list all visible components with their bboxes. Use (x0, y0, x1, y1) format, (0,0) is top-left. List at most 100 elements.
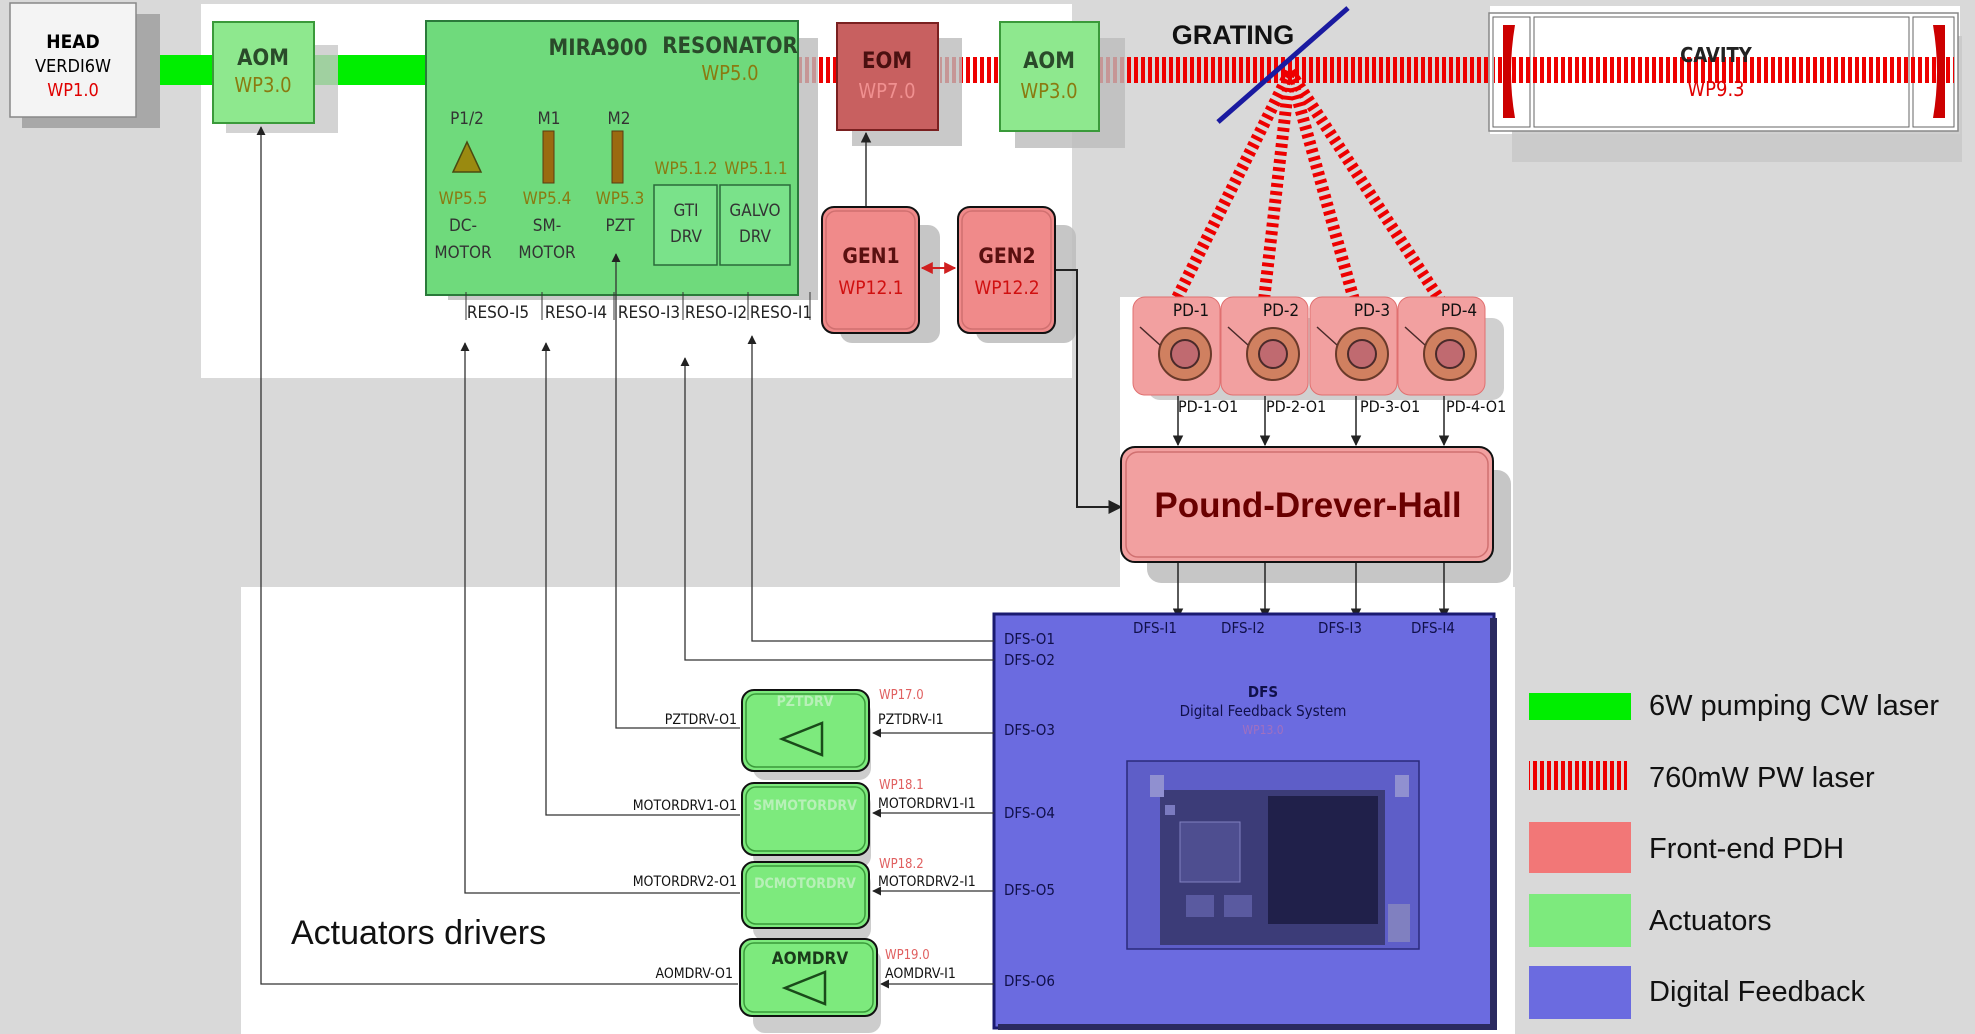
aom-2-title: AOM (1023, 49, 1075, 74)
resonator-title: MIRA900 (549, 36, 648, 61)
legend-swatch-pulsed (1529, 761, 1627, 790)
pztdrv-out: PZTDRV-O1 (665, 712, 737, 728)
legend-item-actuators: Actuators (1529, 894, 1772, 947)
pd-2-out: PD-2-O1 (1266, 397, 1326, 416)
pd-1-label: PD-1 (1173, 301, 1209, 321)
element-p12-wp: WP5.5 (439, 189, 488, 209)
pd-1-out: PD-1-O1 (1178, 397, 1238, 416)
eom-title: EOM (862, 49, 912, 74)
legend-swatch-pdh (1529, 822, 1631, 873)
dfs-o2: DFS-O2 (1004, 651, 1055, 669)
element-m2-top: M2 (608, 109, 631, 129)
gen-2-wp: WP12.2 (974, 277, 1039, 299)
dcmotordrv-in: MOTORDRV2-I1 (878, 874, 976, 890)
dfs-o3: DFS-O3 (1004, 721, 1055, 739)
port-reso-i2: RESO-I2 (685, 303, 747, 323)
cavity-title: CAVITY (1680, 43, 1753, 67)
legend-label-feedback: Digital Feedback (1649, 976, 1865, 1008)
element-m2-wp: WP5.3 (596, 189, 645, 209)
dfs-subtitle: Digital Feedback System (1180, 702, 1347, 720)
pd-4-label: PD-4 (1441, 301, 1477, 321)
port-reso-i3: RESO-I3 (618, 303, 680, 323)
aom-1-wp: WP3.0 (234, 73, 291, 97)
grating[interactable]: GRATING (1172, 8, 1440, 300)
gti-wp: WP5.1.2 (654, 159, 717, 179)
aom-2[interactable]: AOM WP3.0 (1000, 22, 1125, 148)
port-reso-i4: RESO-I4 (545, 303, 607, 323)
smmotordrv-wp: WP18.1 (879, 778, 924, 793)
element-m1-line2: MOTOR (518, 243, 576, 263)
legend-item-pdh: Front-end PDH (1529, 822, 1844, 873)
element-p12-line2: MOTOR (434, 243, 492, 263)
head-title: HEAD (46, 31, 99, 53)
pztdrv-wp: WP17.0 (879, 688, 924, 703)
actuators-drivers-label: Actuators drivers (291, 914, 546, 952)
aomdrv-out: AOMDRV-O1 (656, 966, 734, 982)
dfs-o5: DFS-O5 (1004, 881, 1055, 899)
galvo-line1: GALVO (729, 201, 780, 221)
resonator-subtitle: RESONATOR (662, 34, 798, 59)
head-wp: WP1.0 (47, 80, 99, 101)
dfs-i1: DFS-I1 (1133, 619, 1177, 637)
port-reso-i5: RESO-I5 (467, 303, 529, 323)
mirror-m2-icon (612, 131, 623, 183)
element-m1-line1: SM- (533, 216, 561, 236)
smmotordrv-out: MOTORDRV1-O1 (633, 798, 737, 814)
dfs-i3: DFS-I3 (1318, 619, 1362, 637)
legend-swatch-actuators (1529, 894, 1631, 947)
photodiode-3[interactable]: PD-3 (1310, 297, 1397, 395)
gen-2[interactable]: GEN2 WP12.2 (958, 207, 1076, 343)
dfs-i4: DFS-I4 (1411, 619, 1455, 637)
pd-4-out: PD-4-O1 (1446, 397, 1506, 416)
galvo-line2: DRV (739, 227, 771, 247)
eom[interactable]: EOM WP7.0 (837, 23, 962, 146)
legend-label-actuators: Actuators (1649, 905, 1772, 937)
diffracted-beams (1176, 72, 1440, 300)
pd-3-label: PD-3 (1354, 301, 1390, 321)
grating-title: GRATING (1172, 20, 1295, 50)
dcmotordrv-out: MOTORDRV2-O1 (633, 874, 737, 890)
dfs-o1: DFS-O1 (1004, 630, 1055, 648)
dfs-o4: DFS-O4 (1004, 804, 1055, 822)
photodiode-4[interactable]: PD-4 (1398, 297, 1485, 395)
galvo-driver-box[interactable] (720, 185, 790, 265)
legend-swatch-pump (1529, 693, 1631, 720)
pd-3-out: PD-3-O1 (1360, 397, 1420, 416)
cavity[interactable]: CAVITY WP9.3 (1489, 13, 1962, 162)
laser-head[interactable]: HEAD VERDI6W WP1.0 (10, 3, 160, 128)
photodiode-1[interactable]: PD-1 (1133, 297, 1220, 395)
gti-driver-box[interactable] (654, 185, 717, 265)
dfs-block[interactable]: DFS-I1 DFS-I2 DFS-I3 DFS-I4 DFS-O1 DFS-O… (994, 614, 1497, 1030)
aom-1-title: AOM (237, 46, 289, 71)
dfs-i2: DFS-I2 (1221, 619, 1265, 637)
smmotordrv-title: SMMOTORDRV (753, 798, 857, 814)
dfs-o6: DFS-O6 (1004, 972, 1055, 990)
aomdrv-in: AOMDRV-I1 (885, 966, 956, 982)
resonator-wp: WP5.0 (701, 61, 758, 85)
aom-2-wp: WP3.0 (1020, 79, 1077, 103)
photodiode-2[interactable]: PD-2 (1221, 297, 1308, 395)
legend-item-pulsed: 760mW PW laser (1529, 761, 1875, 794)
legend-label-pulsed: 760mW PW laser (1649, 762, 1875, 794)
legend: 6W pumping CW laser 760mW PW laser Front… (1529, 690, 1939, 1019)
mirror-m1-icon (543, 131, 554, 183)
resonator[interactable]: MIRA900 RESONATOR WP5.0 P1/2 WP5.5 DC- M… (426, 21, 818, 300)
pd-2-label: PD-2 (1263, 301, 1299, 321)
gen-2-title: GEN2 (978, 244, 1035, 268)
gen-1[interactable]: GEN1 WP12.1 (822, 207, 940, 343)
pdh-title: Pound-Drever-Hall (1154, 486, 1461, 525)
smmotordrv-in: MOTORDRV1-I1 (878, 796, 976, 812)
pztdrv-title: PZTDRV (777, 694, 834, 710)
gen-1-title: GEN1 (842, 244, 899, 268)
legend-label-pump: 6W pumping CW laser (1649, 690, 1939, 722)
pdh-block[interactable]: Pound-Drever-Hall (1121, 447, 1511, 583)
dfs-wp: WP13.0 (1242, 723, 1283, 737)
legend-item-pump: 6W pumping CW laser (1529, 690, 1939, 722)
legend-item-feedback: Digital Feedback (1529, 966, 1865, 1019)
dcmotordrv-title: DCMOTORDRV (754, 876, 856, 892)
legend-label-pdh: Front-end PDH (1649, 833, 1844, 865)
fpga-board-image (1127, 761, 1419, 949)
element-m1-top: M1 (538, 109, 561, 129)
element-p12-line1: DC- (449, 216, 477, 236)
